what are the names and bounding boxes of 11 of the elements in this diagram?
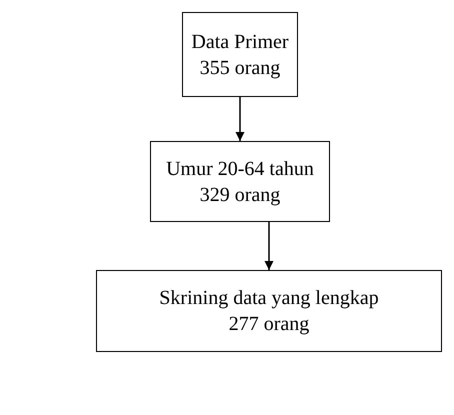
count-text: 277 orang [228, 312, 310, 337]
count-text: 329 orang [200, 182, 280, 208]
box-title: Umur 20-64 tahun [166, 156, 314, 182]
process-box [182, 12, 298, 97]
process-box [150, 141, 330, 222]
arrow [236, 97, 244, 141]
count-text: 355 orang [200, 56, 280, 80]
box-title: Skrining data yang lengkap [159, 286, 379, 311]
process-box [96, 270, 442, 352]
box-title: Data Primer [191, 30, 289, 54]
arrow [264, 222, 274, 270]
